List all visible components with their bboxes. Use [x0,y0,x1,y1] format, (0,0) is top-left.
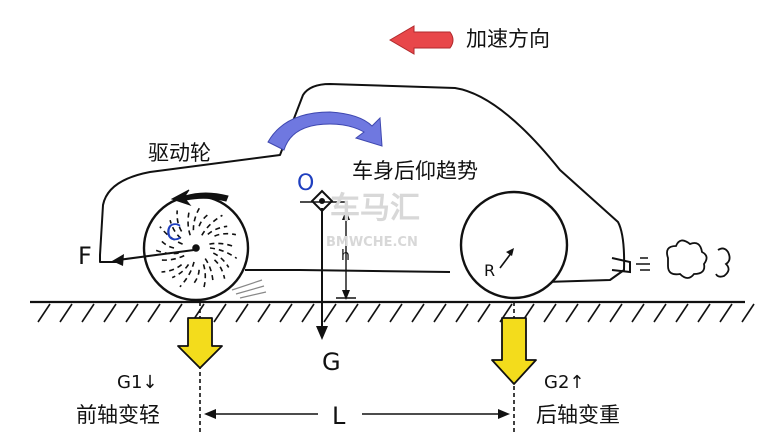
ground-hatch-mark [653,303,667,323]
ground-hatch-mark [103,303,117,323]
exhaust-smoke-icon [636,239,731,279]
ground-hatching [37,303,755,323]
ground-hatch-mark [235,303,249,323]
wheel-spoke-mark [169,219,182,239]
front-load-arrow-icon [177,317,223,369]
ground-hatch-mark [455,303,469,323]
front-axle-load-label: G1↓ [117,372,157,393]
wheelbase-label: L [332,402,346,430]
ground-hatch-mark [741,303,755,323]
wheel-spoke-mark [207,225,228,236]
acceleration-direction-label: 加速方向 [466,27,550,51]
ground-hatch-mark [323,303,337,323]
wheel-spoke-mark [187,210,191,236]
ground-hatch-mark [169,303,183,323]
body-pitch-label: 车身后仰趋势 [352,159,478,183]
wheel-spoke-mark [209,247,238,260]
ground-hatch-mark [631,303,645,323]
wheel-center-label: C [166,221,181,246]
wheel-spoke-mark [209,242,235,248]
force-arrow-head [112,254,124,266]
ground-hatch-mark [37,303,51,323]
rear-axle-heavier-label: 后轴变重 [536,403,620,427]
wheel-spoke-mark [171,263,190,279]
skid-marks [231,279,267,299]
wheel-spoke-mark [212,252,230,268]
ground-hatch-mark [389,303,403,323]
watermark-text: BMWCHE.CN [326,235,418,250]
exhaust-pipe [611,257,631,274]
ground-hatch-mark [147,303,161,323]
gravity-arrow-head [316,326,328,340]
center-of-gravity-label: O [297,171,314,196]
ground-hatch-mark [279,303,293,323]
ground-hatch-mark [81,303,95,323]
ground-hatch-mark [543,303,557,323]
ground-hatch-mark [565,303,579,323]
drive-wheel-label: 驱动轮 [148,141,211,165]
ground-hatch-mark [411,303,425,323]
ground-hatch-mark [609,303,623,323]
watermark-logo: 车马汇 [330,191,420,226]
wheel-spoke-mark [198,212,211,227]
radius-label: R [484,261,495,280]
ground-hatch-mark [477,303,491,323]
force-arrow-icon [117,249,195,261]
wheel-spoke-mark [192,205,202,231]
wheel-spoke-mark [201,214,223,236]
wheel-spoke-mark [179,261,195,288]
wheel-spoke-mark [191,269,200,287]
gravity-label: G [322,348,341,376]
front-axle-lighter-label: 前轴变轻 [76,403,160,427]
rear-axle-load-label: G2↑ [544,372,584,393]
ground-hatch-mark [125,303,139,323]
ground-hatch-mark [587,303,601,323]
wheel-spoke-mark [213,259,226,279]
drive-wheel [142,189,267,302]
force-label: F [78,242,92,270]
wheel-spoke-mark [202,264,207,290]
radius-arrow-icon [499,251,513,269]
ground-hatch-mark [257,303,271,323]
radius-arrow-head [506,248,514,256]
rear-load-arrow-icon [491,317,537,385]
body-pitch-arrow-icon [267,111,383,151]
ground-hatch-mark [213,303,227,323]
acceleration-arrow-icon [389,25,454,55]
wheel-spoke-mark [161,263,183,273]
height-dimension [336,210,356,300]
wheel-spoke-mark [159,226,183,245]
ground-hatch-mark [59,303,73,323]
wheel-spoke-mark [158,238,175,249]
wheel-spoke-mark [159,254,185,261]
rear-wheel [459,190,569,300]
wheel-rotation-arrow-icon [170,189,229,207]
height-label: h [341,248,350,264]
ground-hatch-mark [719,303,733,323]
ground-hatch-mark [675,303,689,323]
ground-hatch-mark [367,303,381,323]
ground-hatch-mark [433,303,447,323]
wheel-spoke-mark [204,258,214,283]
ground-hatch-mark [345,303,359,323]
wheelbase-dimension [204,409,510,419]
wheel-hub [192,244,200,252]
ground-hatch-mark [697,303,711,323]
wheel-spoke-mark [214,232,237,237]
wheel-spoke-mark [176,210,183,232]
center-of-gravity-marker [300,189,348,213]
ground-hatch-mark [301,303,315,323]
